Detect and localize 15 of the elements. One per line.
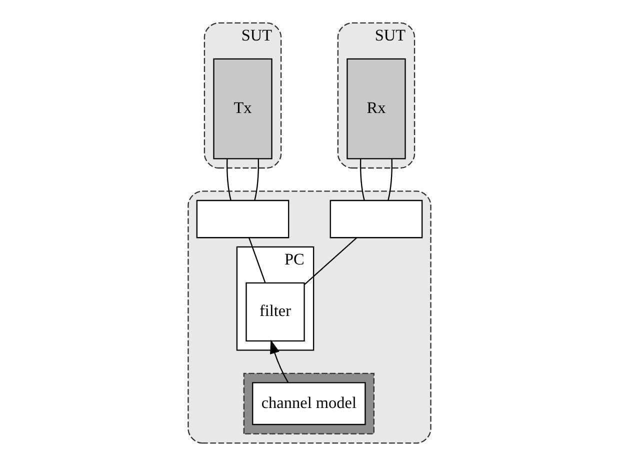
cluster xyxy=(188,190,432,444)
node-box: Tx xyxy=(213,58,272,159)
connector xyxy=(304,236,358,284)
node-box: Rx xyxy=(346,58,406,159)
cluster xyxy=(243,372,374,434)
node-box: channel model xyxy=(252,382,366,425)
connector xyxy=(388,158,392,200)
node-box xyxy=(196,199,290,238)
connector xyxy=(248,237,266,282)
connector xyxy=(360,158,365,200)
connector xyxy=(226,158,232,200)
connector xyxy=(254,158,259,200)
node-box xyxy=(330,199,423,238)
node-box: filter xyxy=(246,282,305,342)
arrow xyxy=(270,339,288,382)
